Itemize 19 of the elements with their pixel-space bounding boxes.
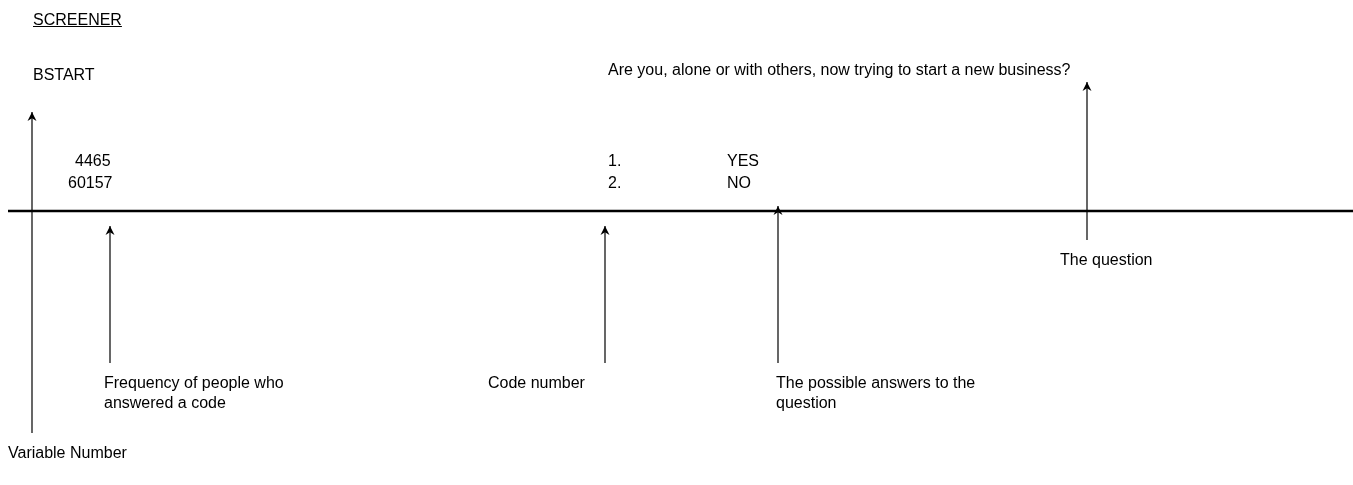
section-heading: SCREENER <box>33 10 122 30</box>
caption-text: Frequency of people who answered a code <box>104 373 285 413</box>
caption-text: Variable Number <box>8 443 127 463</box>
frequency-value: 4465 <box>75 151 111 171</box>
answer-text: NO <box>727 173 751 193</box>
frequency-value: 60157 <box>68 173 113 193</box>
code-number: 1. <box>608 151 622 171</box>
question-text: Are you, alone or with others, now trying to start a new business? <box>608 60 1071 80</box>
code-number: 2. <box>608 173 622 193</box>
caption-text: The possible answers to the question <box>776 373 976 413</box>
caption-text: Code number <box>488 373 585 393</box>
answer-text: YES <box>727 151 759 171</box>
leader-arrow <box>600 225 610 364</box>
leader-arrow <box>1082 81 1092 241</box>
variable-name: BSTART <box>33 65 95 85</box>
caption-text: The question <box>1060 250 1153 270</box>
leader-arrow <box>27 111 37 434</box>
leader-arrow <box>105 225 115 364</box>
leader-arrow <box>773 205 783 364</box>
